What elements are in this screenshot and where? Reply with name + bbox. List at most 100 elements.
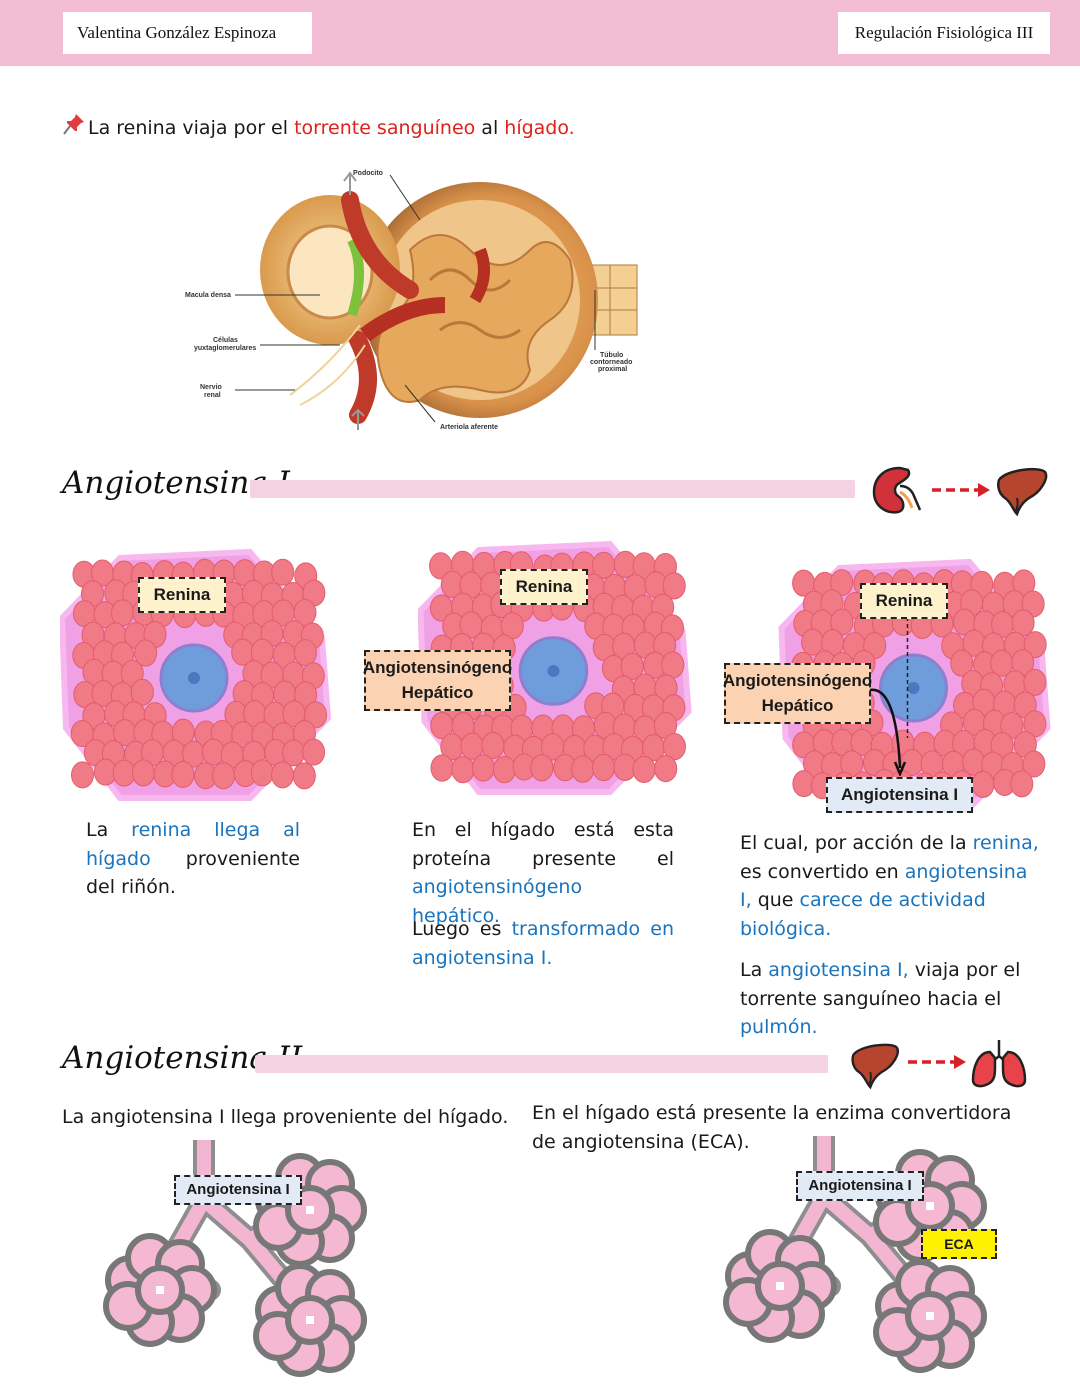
lungs-icon [971, 1040, 1027, 1088]
cell-organelle [130, 678, 154, 706]
angiotensinogeno-text: Angiotensinógeno [722, 670, 873, 690]
cell-organelle [1023, 668, 1047, 696]
label-nervio-1: Nervio [200, 384, 222, 391]
col3-renina: renina, [972, 832, 1039, 854]
cell-organelle [1023, 710, 1047, 738]
intro-text-3: al [475, 117, 505, 139]
cell-organelle [632, 755, 656, 784]
angiotensina-1-label-cell: Angiotensina I [826, 777, 973, 813]
kidney-icon [872, 466, 922, 514]
cell-organelle [654, 754, 678, 783]
cell-organelle [1023, 631, 1047, 659]
cell-organelle [661, 651, 685, 679]
cell-organelle [212, 762, 236, 790]
nucleolus [188, 672, 200, 684]
cell-organelle [71, 761, 95, 789]
col3-pulmon: pulmón. [740, 1016, 818, 1038]
col3-text-i: viaja por el torrente sanguíneo hacia el [740, 959, 1021, 1010]
cell-organelle [662, 572, 686, 600]
cell-organelle [471, 754, 495, 782]
cell-organelle [250, 759, 274, 787]
label-macula: Macula densa [185, 292, 231, 299]
hepatico-text: Hepático [401, 682, 474, 702]
col2-angiotensinogeno: angiotensinógeno hepático. [412, 876, 583, 927]
col1-renina-higado: renina llega al hígado [86, 819, 300, 870]
cell-organelle [1010, 770, 1034, 798]
cell-organelle [1012, 569, 1036, 597]
glomerulus-illustration: Podocito Macula densa Células yuxtaglome… [185, 170, 638, 431]
eca-label: ECA [921, 1229, 997, 1259]
col3-angiotensina-1b: angiotensina I, [768, 959, 909, 981]
cell-organelle [530, 754, 554, 782]
conversion-arrow [869, 688, 907, 776]
cell-organelle [492, 756, 517, 784]
label-tubulo-2: contorneado [590, 359, 632, 366]
angiotensinogeno-text: Angiotensinógeno [362, 657, 513, 677]
section-divider-bar [250, 480, 855, 498]
label-nervio-2: renal [204, 392, 221, 399]
cell-organelle [430, 754, 454, 782]
angiotensinogeno-label-3: Angiotensinógeno Hepático [722, 663, 873, 724]
cell-organelle [950, 649, 974, 677]
angiotensina-1-label-lung-2: Angiotensina I [796, 1171, 924, 1201]
nucleolus [907, 682, 920, 694]
intro-higado: hígado. [504, 117, 575, 139]
cell-organelle [971, 770, 995, 798]
section-divider-bar [255, 1055, 828, 1073]
angio2-left-text: La angiotensina I llega proveniente del … [62, 1106, 509, 1128]
alveoli-illustration-1 [103, 1140, 367, 1377]
cell-organelle [271, 558, 295, 586]
cell-organelle [112, 759, 136, 787]
angio2-right-text: En el hígado está presente la enzima con… [532, 1102, 1012, 1153]
paragraph-col-2b: Luego es transformado en angiotensina I. [412, 915, 674, 972]
col3-text-a: El cual, por acción de la [740, 832, 973, 854]
paragraph-col-2a: En el hígado está esta proteína presente… [412, 816, 674, 930]
cell-organelle [134, 639, 158, 667]
cell-organelle [293, 599, 317, 627]
cell-organelle [293, 639, 317, 667]
renina-label-2: Renina [500, 569, 588, 605]
intro-line: La renina viaja por el torrente sanguíne… [62, 112, 575, 141]
label-tubulo-1: Túbulo [600, 352, 623, 359]
paragraph-col-1: La renina llega al hígado proveniente de… [86, 816, 300, 902]
col3-text-g: La [740, 959, 769, 981]
label-celulas-1: Células [213, 337, 238, 344]
cell-organelle [830, 569, 854, 597]
cell-organelle [292, 762, 316, 790]
nucleolus [547, 664, 560, 678]
dashed-arrow-icon [908, 1055, 966, 1069]
dashed-arrow-icon [932, 483, 990, 497]
label-arteriola: Arteriola aferente [440, 424, 498, 431]
col2-text-c: Luego es [412, 918, 512, 940]
cell-organelle [111, 599, 135, 627]
paragraph-col-3a: El cual, por acción de la renina, es con… [740, 829, 1040, 943]
hepatocyte-illustration-2 [418, 540, 692, 795]
cell-organelle [131, 759, 155, 787]
liver-icon [851, 1043, 899, 1090]
cell-organelle [1022, 750, 1046, 778]
label-celulas-2: yuxtaglomerulares [194, 345, 256, 352]
author-name: Valentina González Espinoza [63, 12, 312, 54]
renina-label-3: Renina [860, 583, 948, 619]
pushpin-icon [62, 112, 88, 141]
cell-organelle [591, 753, 616, 782]
course-name: Regulación Fisiológica III [838, 12, 1050, 54]
cell-organelle [304, 701, 328, 729]
page-header: Valentina González Espinoza Regulación F… [0, 0, 1080, 66]
cell-organelle [302, 738, 326, 766]
alveoli-illustration-2 [723, 1136, 987, 1373]
col3-carece: carece de actividad biológica. [740, 889, 986, 940]
hepatico-text: Hepático [761, 695, 834, 715]
angiotensinogeno-label-2: Angiotensinógeno Hepático [362, 650, 513, 711]
intro-text-1: La renina viaja por el [88, 117, 295, 139]
hepatocyte-illustration-1 [60, 548, 332, 801]
angiotensina-1-label-lung-1: Angiotensina I [174, 1175, 302, 1205]
cell-organelle [171, 761, 195, 789]
cell-organelle [271, 761, 295, 789]
col3-angiotensina-1: angiotensina I, [740, 860, 1028, 912]
col3-text-c: es convertido en [740, 860, 905, 883]
label-podocito: Podocito [353, 170, 383, 177]
col2-transformado: transformado en angiotensina I. [412, 918, 674, 969]
col3-text-e: que [751, 889, 800, 911]
col1-text-c: proveniente del riñón. [86, 847, 300, 899]
